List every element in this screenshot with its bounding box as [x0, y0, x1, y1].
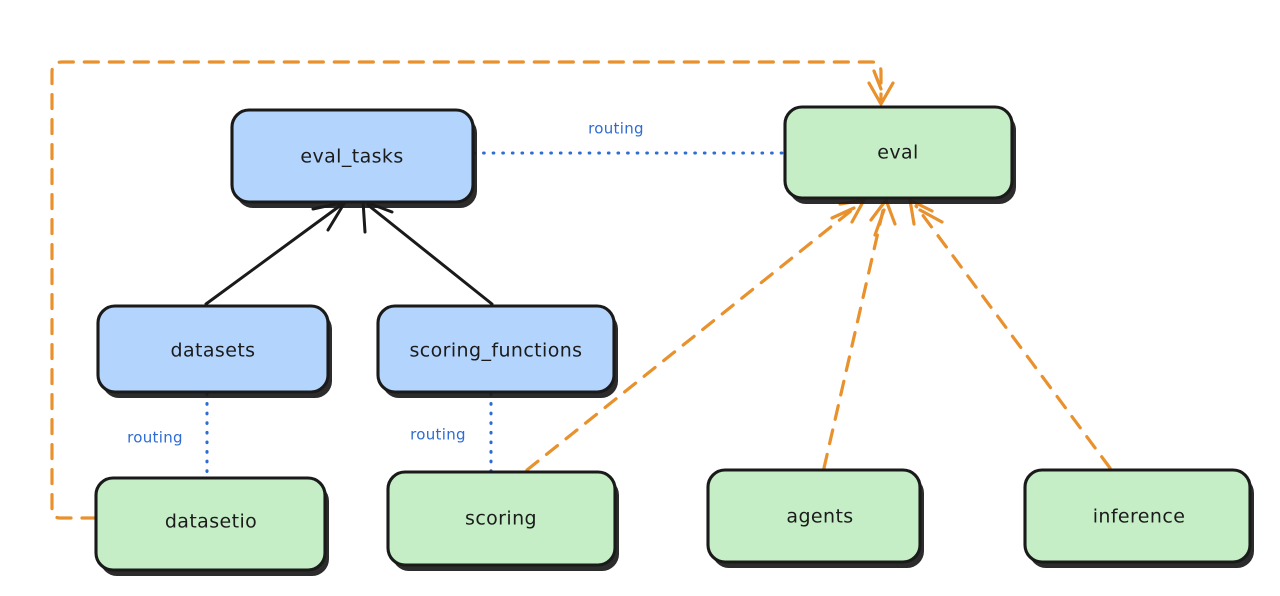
node-inference-label: inference	[1093, 506, 1186, 528]
node-datasets[interactable]: datasets	[96, 304, 332, 398]
node-datasetio-box[interactable]	[94, 476, 327, 572]
node-datasets-label: datasets	[171, 340, 256, 362]
node-scoring-functions-label: scoring_functions	[410, 340, 583, 362]
edge-inference-eval	[908, 198, 1112, 470]
node-eval-tasks-label: eval_tasks	[300, 146, 403, 168]
node-eval[interactable]: eval	[783, 105, 1016, 204]
node-eval-tasks-box[interactable]	[230, 108, 475, 204]
edge-datasets-evaltasks	[204, 200, 347, 306]
node-eval-label: eval	[877, 142, 918, 164]
node-eval-tasks[interactable]: eval_tasks	[230, 108, 477, 208]
node-inference-box[interactable]	[1023, 468, 1252, 564]
node-layer: eval_tasks eval datasets scoring_functio…	[94, 105, 1254, 576]
node-inference[interactable]: inference	[1023, 468, 1254, 568]
edge-scoringfunctions-evaltasks	[361, 199, 494, 306]
node-scoring-functions-box[interactable]	[376, 304, 616, 394]
node-agents[interactable]: agents	[706, 468, 924, 568]
node-scoring-functions[interactable]: scoring_functions	[376, 304, 618, 398]
node-agents-label: agents	[786, 506, 853, 528]
node-agents-box[interactable]	[706, 468, 922, 564]
node-datasets-box[interactable]	[96, 304, 330, 394]
edge-label-routing-left: routing	[127, 429, 183, 447]
edge-label-routing-top: routing	[588, 120, 644, 138]
node-eval-box[interactable]	[783, 105, 1014, 200]
node-scoring-label: scoring	[465, 508, 537, 530]
edge-label-routing-middle: routing	[410, 426, 466, 444]
node-datasetio-label: datasetio	[165, 511, 257, 533]
node-datasetio[interactable]: datasetio	[94, 476, 329, 576]
node-scoring[interactable]: scoring	[386, 470, 619, 571]
node-scoring-box[interactable]	[386, 470, 617, 567]
edge-label-layer: routing routing routing	[127, 120, 644, 447]
edge-datasetio-eval	[50, 60, 895, 520]
edge-agents-eval	[822, 198, 897, 470]
